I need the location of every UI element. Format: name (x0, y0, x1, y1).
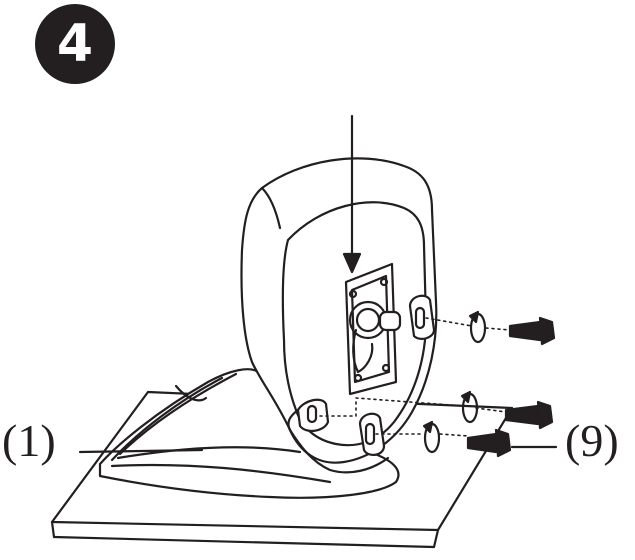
mounting-tab-upper-right (408, 294, 436, 340)
rotate-clockwise-icon (468, 310, 487, 344)
mounting-tab-lower-mid (358, 412, 386, 456)
rotate-clockwise-icon (460, 390, 479, 424)
alignment-lines (319, 317, 511, 437)
backrest-shell (240, 157, 438, 474)
part-label-1: (1) (2, 415, 56, 466)
bolt-icon (508, 316, 556, 346)
leader-line-part-1 (78, 448, 204, 454)
step-number-badge: 4 (35, 4, 115, 84)
mounting-tab-lower-left (296, 398, 330, 432)
part-label-9: (9) (565, 415, 619, 466)
bolt-icon (504, 400, 554, 430)
rotate-clockwise-icon (422, 420, 441, 454)
arrow-down-icon (342, 114, 362, 274)
bolt-icon (466, 428, 512, 458)
mounting-plate (344, 262, 402, 396)
